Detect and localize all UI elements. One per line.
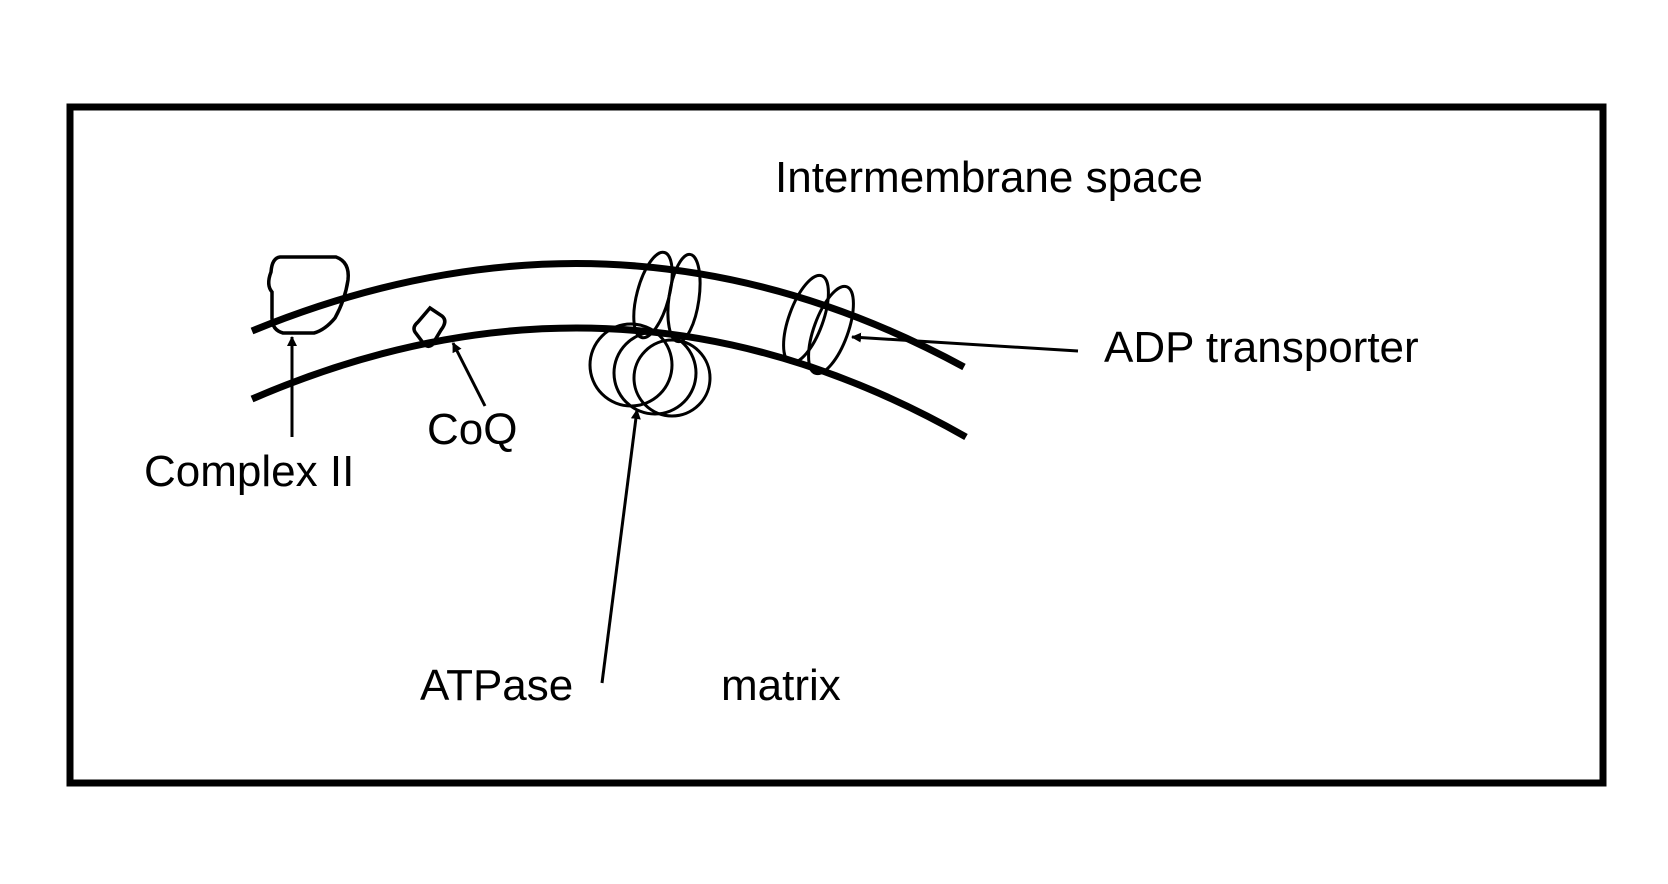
label-intermembrane-space: Intermembrane space [775,153,1203,202]
complex-ii-shape [267,255,350,335]
outer-membrane-line [250,260,966,371]
adp-transporter-arrow [851,332,1079,353]
inner-membrane-line [250,324,968,441]
atpase-arrow [600,409,641,684]
adp-transporter-ellipse-1 [782,273,830,365]
atpase-head-circle-2 [612,330,698,416]
adp-transporter-ellipse-2 [807,284,855,376]
atpase-head-circle-3 [632,338,712,418]
coq-arrow [451,342,487,407]
coq-shape [412,305,447,349]
label-coq: CoQ [427,405,517,454]
label-atpase: ATPase [420,661,573,710]
label-complex-ii: Complex II [144,447,354,496]
diagram-frame [66,103,1607,787]
atpase-head-circle-1 [588,322,674,408]
label-adp-transporter: ADP transporter [1104,323,1419,372]
label-matrix: matrix [721,661,841,710]
